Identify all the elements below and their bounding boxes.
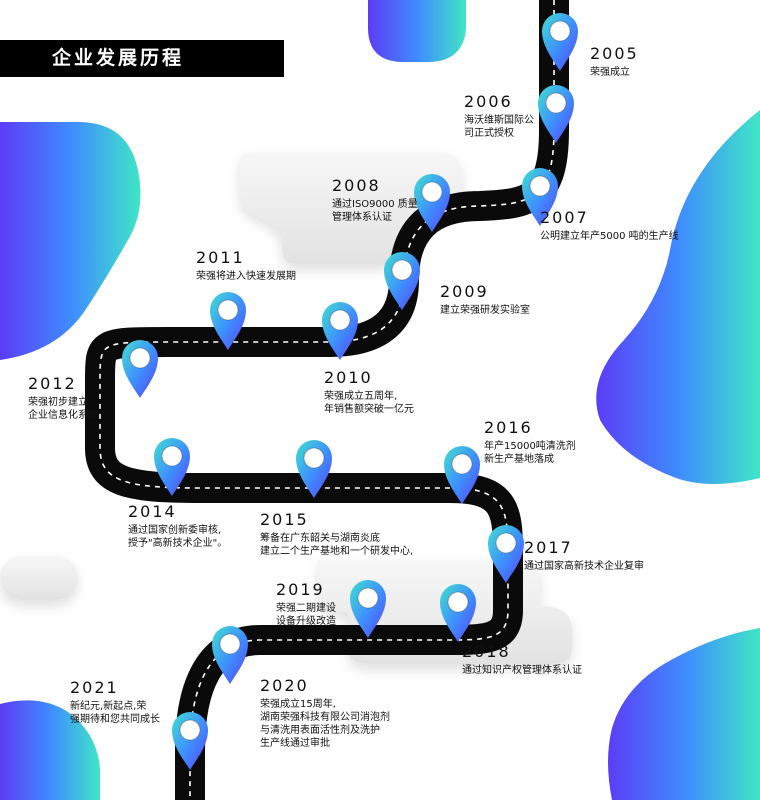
timeline-description: 通过ISO9000 质量 管理体系认证 xyxy=(332,199,418,223)
timeline-year: 2010 xyxy=(324,368,373,387)
map-pin-icon xyxy=(122,340,158,398)
map-pin-icon xyxy=(538,85,574,143)
timeline-year: 2018 xyxy=(462,642,511,661)
timeline-description: 通过国家创新委审核, 授予"高新技术企业"。 xyxy=(128,525,228,549)
map-pin-icon xyxy=(414,174,450,232)
timeline-entry-2009: 2009 建立荣强研发实验室 xyxy=(440,282,530,317)
timeline-description: 建立荣强研发实验室 xyxy=(440,305,530,316)
timeline-entry-2007: 2007 公明建立年产5000 吨的生产线 xyxy=(540,208,679,243)
timeline-entry-2011: 2011 荣强将进入快速发展期 xyxy=(196,248,296,283)
timeline-description: 新纪元,新起点,荣 强期待和您共同成长 xyxy=(70,701,160,725)
map-pin-icon xyxy=(296,440,332,498)
timeline-entry-2018: 2018 通过知识产权管理体系认证 xyxy=(462,642,582,677)
timeline-year: 2009 xyxy=(440,282,489,301)
map-pin-icon xyxy=(322,302,358,360)
timeline-year: 2020 xyxy=(260,676,309,695)
map-pin-icon xyxy=(350,580,386,638)
timeline-description: 荣强二期建设 设备升级改造 xyxy=(276,603,336,627)
timeline-description: 通过国家高新技术企业复审 xyxy=(524,561,644,572)
timeline-description: 通过知识产权管理体系认证 xyxy=(462,665,582,676)
winding-road xyxy=(85,0,569,800)
map-pin-icon xyxy=(488,525,524,583)
timeline-year: 2021 xyxy=(70,678,119,697)
timeline-year: 2015 xyxy=(260,510,309,529)
timeline-entry-2006: 2006 海沃维斯国际公 司正式授权 xyxy=(464,92,534,140)
map-pin-icon xyxy=(172,712,208,770)
map-pin-icon xyxy=(522,168,558,226)
cloud-grey-left xyxy=(0,556,78,600)
timeline-description: 荣强成立 xyxy=(590,67,630,78)
timeline-entry-2020: 2020 荣强成立15周年, 湖南荣强科技有限公司消泡剂 与清洗用表面活性剂及洗护… xyxy=(260,676,390,750)
timeline-entry-2008: 2008 通过ISO9000 质量 管理体系认证 xyxy=(332,176,418,224)
blob-left-bottom xyxy=(0,700,100,800)
timeline-entry-2019: 2019 荣强二期建设 设备升级改造 xyxy=(276,580,336,628)
timeline-year: 2011 xyxy=(196,248,245,267)
timeline-year: 2019 xyxy=(276,580,325,599)
timeline-description: 荣强成立15周年, 湖南荣强科技有限公司消泡剂 与清洗用表面活性剂及洗护 生产线… xyxy=(260,699,390,749)
timeline-year: 2008 xyxy=(332,176,381,195)
timeline-entry-2016: 2016 年产15000吨清洗剂 新生产基地落成 xyxy=(484,418,576,466)
timeline-entry-2015: 2015 筹备在广东韶关与湖南炎底 建立二个生产基地和一个研发中心, xyxy=(260,510,413,558)
timeline-year: 2006 xyxy=(464,92,513,111)
timeline-description: 荣强成立五周年, 年销售额突破一亿元 xyxy=(324,391,414,415)
timeline-year: 2012 xyxy=(28,374,77,393)
map-pin-icon xyxy=(212,626,248,684)
timeline-entry-2014: 2014 通过国家创新委审核, 授予"高新技术企业"。 xyxy=(128,502,227,550)
map-pin-icon xyxy=(440,584,476,642)
timeline-entry-2012: 2012 荣强初步建立 企业信息化系统 xyxy=(28,374,98,422)
timeline-entry-2017: 2017 通过国家高新技术企业复审 xyxy=(524,538,644,573)
timeline-description: 年产15000吨清洗剂 新生产基地落成 xyxy=(484,441,576,465)
timeline-year: 2005 xyxy=(590,44,639,63)
timeline-year: 2016 xyxy=(484,418,533,437)
timeline-description: 荣强初步建立 企业信息化系统 xyxy=(28,397,98,421)
timeline-year: 2017 xyxy=(524,538,573,557)
timeline-entry-2010: 2010 荣强成立五周年, 年销售额突破一亿元 xyxy=(324,368,414,416)
map-pin-icon xyxy=(154,438,190,496)
timeline-entry-2005: 2005 荣强成立 xyxy=(590,44,639,79)
timeline-description: 荣强将进入快速发展期 xyxy=(196,271,296,282)
blob-right-middle xyxy=(596,110,760,484)
timeline-entry-2021: 2021 新纪元,新起点,荣 强期待和您共同成长 xyxy=(70,678,160,726)
map-pin-icon xyxy=(210,292,246,350)
timeline-year: 2007 xyxy=(540,208,589,227)
blob-right-bottom xyxy=(608,628,760,800)
map-pin-icon xyxy=(542,13,578,71)
blob-top-center xyxy=(368,0,466,62)
map-pin-group xyxy=(122,13,578,770)
page-title: 企业发展历程 xyxy=(0,40,284,77)
timeline-description: 公明建立年产5000 吨的生产线 xyxy=(540,231,679,242)
blob-left-upper xyxy=(0,122,141,360)
timeline-description: 海沃维斯国际公 司正式授权 xyxy=(464,115,534,139)
map-pin-icon xyxy=(444,446,480,504)
timeline-description: 筹备在广东韶关与湖南炎底 建立二个生产基地和一个研发中心, xyxy=(260,533,414,557)
map-pin-icon xyxy=(384,252,420,310)
timeline-year: 2014 xyxy=(128,502,177,521)
